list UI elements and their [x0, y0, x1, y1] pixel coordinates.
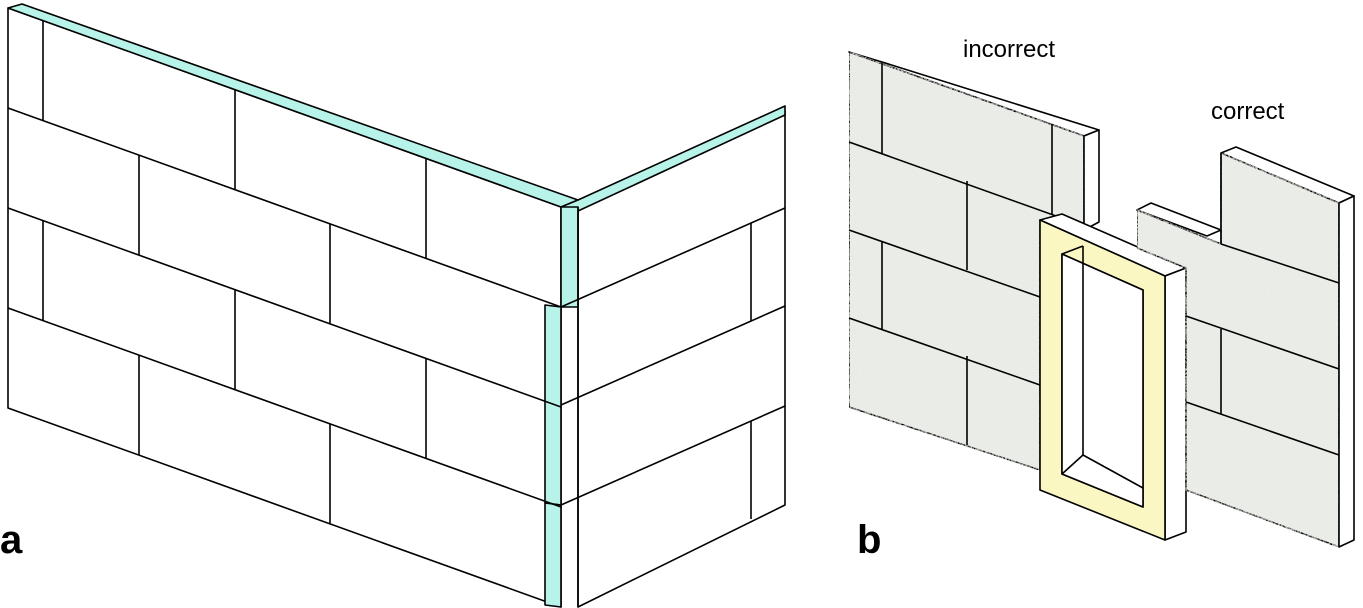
panel-letter-b: b: [857, 518, 881, 562]
window-opening-inner: [1061, 253, 1144, 508]
panel-letter-a: a: [0, 518, 23, 562]
course-line: [1185, 315, 1340, 370]
panel-a-wall: [7, 3, 786, 608]
course-line: [7, 307, 562, 508]
label-correct: correct: [1211, 98, 1285, 125]
correct-wall: [1136, 146, 1355, 548]
course-line: [7, 207, 562, 408]
insulation-corner-strip-middle: [544, 304, 562, 506]
window-frame-side: [1164, 267, 1187, 541]
insulation-corner-strip-lower: [544, 502, 562, 608]
incorrect-wall-side: [1083, 129, 1100, 231]
window-reveal-line: [1082, 454, 1144, 489]
window-frame: [1039, 213, 1187, 541]
window-reveal-line: [1061, 245, 1084, 255]
course-line: [1185, 401, 1340, 456]
course-line: [560, 305, 786, 406]
course-line: [560, 405, 786, 506]
incorrect-wall: [848, 51, 1100, 471]
course-line: [7, 107, 562, 308]
label-incorrect: incorrect: [963, 36, 1055, 63]
window-reveal-line: [1061, 454, 1084, 475]
course-line: [848, 229, 1041, 298]
course-line: [848, 317, 1041, 386]
insulation-corner-strip-upper: [560, 206, 579, 308]
course-line: [560, 207, 786, 308]
correct-wall-side: [1338, 195, 1355, 548]
course-line: [1220, 243, 1340, 284]
